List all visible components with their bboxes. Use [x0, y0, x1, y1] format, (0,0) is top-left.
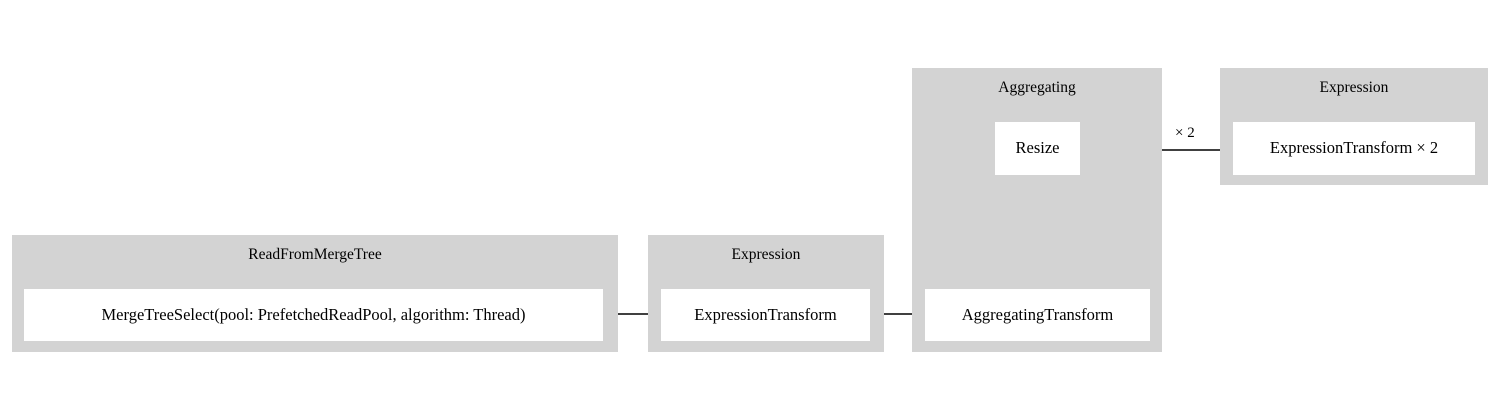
cluster-label-read-from-merge-tree: ReadFromMergeTree: [248, 246, 382, 263]
cluster-label-expression-2: Expression: [1319, 79, 1389, 96]
node-label-expression-transform: ExpressionTransform: [694, 304, 837, 324]
node-aggregating-transform[interactable]: AggregatingTransform: [925, 289, 1150, 341]
node-label-expression-transform-x2: ExpressionTransform × 2: [1269, 138, 1439, 158]
edge-label-resize-to-expression2: × 2: [1175, 125, 1195, 141]
node-resize[interactable]: Resize: [995, 122, 1080, 175]
node-label-aggregating-transform: AggregatingTransform: [961, 304, 1114, 324]
node-expression-transform-x2[interactable]: ExpressionTransform × 2: [1233, 122, 1475, 175]
node-merge-tree-select[interactable]: MergeTreeSelect(pool: PrefetchedReadPool…: [24, 289, 603, 341]
node-label-resize: Resize: [1015, 138, 1060, 158]
cluster-label-expression-1: Expression: [731, 246, 801, 263]
cluster-label-aggregating: Aggregating: [998, 79, 1076, 96]
node-label-merge-tree-select: MergeTreeSelect(pool: PrefetchedReadPool…: [101, 304, 526, 324]
node-expression-transform[interactable]: ExpressionTransform: [661, 289, 870, 341]
